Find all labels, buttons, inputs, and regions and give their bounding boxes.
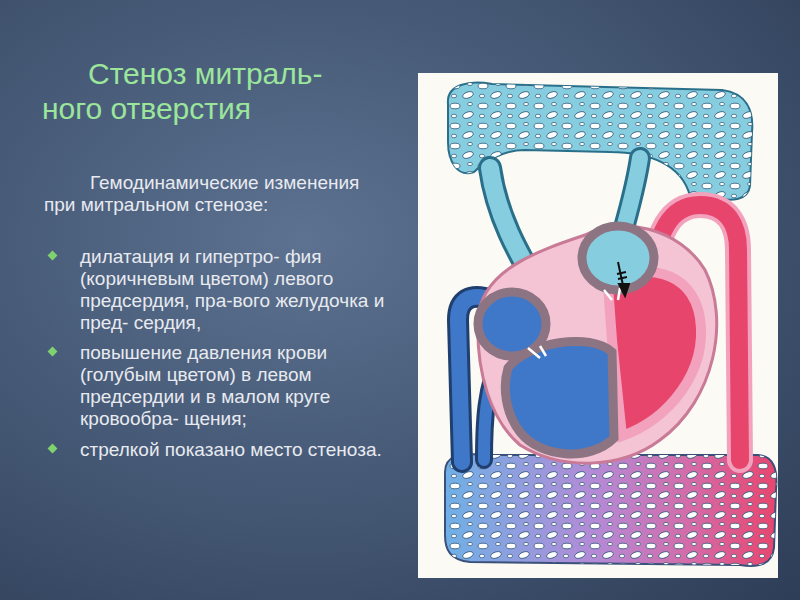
- left-ventricle: [608, 272, 701, 436]
- heart-wall: [478, 226, 717, 463]
- bullet-list: дилатация и гипертро- фия (коричневым цв…: [80, 246, 385, 470]
- illustration-panel: [418, 73, 778, 578]
- bullet-text: повышение давления крови (голубым цветом…: [80, 342, 385, 429]
- intro-text: Гемодинамические изменения при митрально…: [44, 172, 374, 216]
- bullet-text: дилатация и гипертро- фия (коричневым цв…: [80, 246, 385, 333]
- pulmonary-vein: [624, 158, 640, 228]
- bullet-text: стрелкой показано место стеноза.: [80, 439, 385, 461]
- left-atrium: [582, 226, 654, 290]
- stenosis-arrow: [617, 262, 629, 296]
- slide-title: Стеноз митраль- ного отверстия: [42, 56, 342, 127]
- valve: [528, 288, 620, 358]
- right-atrium: [478, 292, 546, 356]
- systemic-network: [445, 454, 776, 566]
